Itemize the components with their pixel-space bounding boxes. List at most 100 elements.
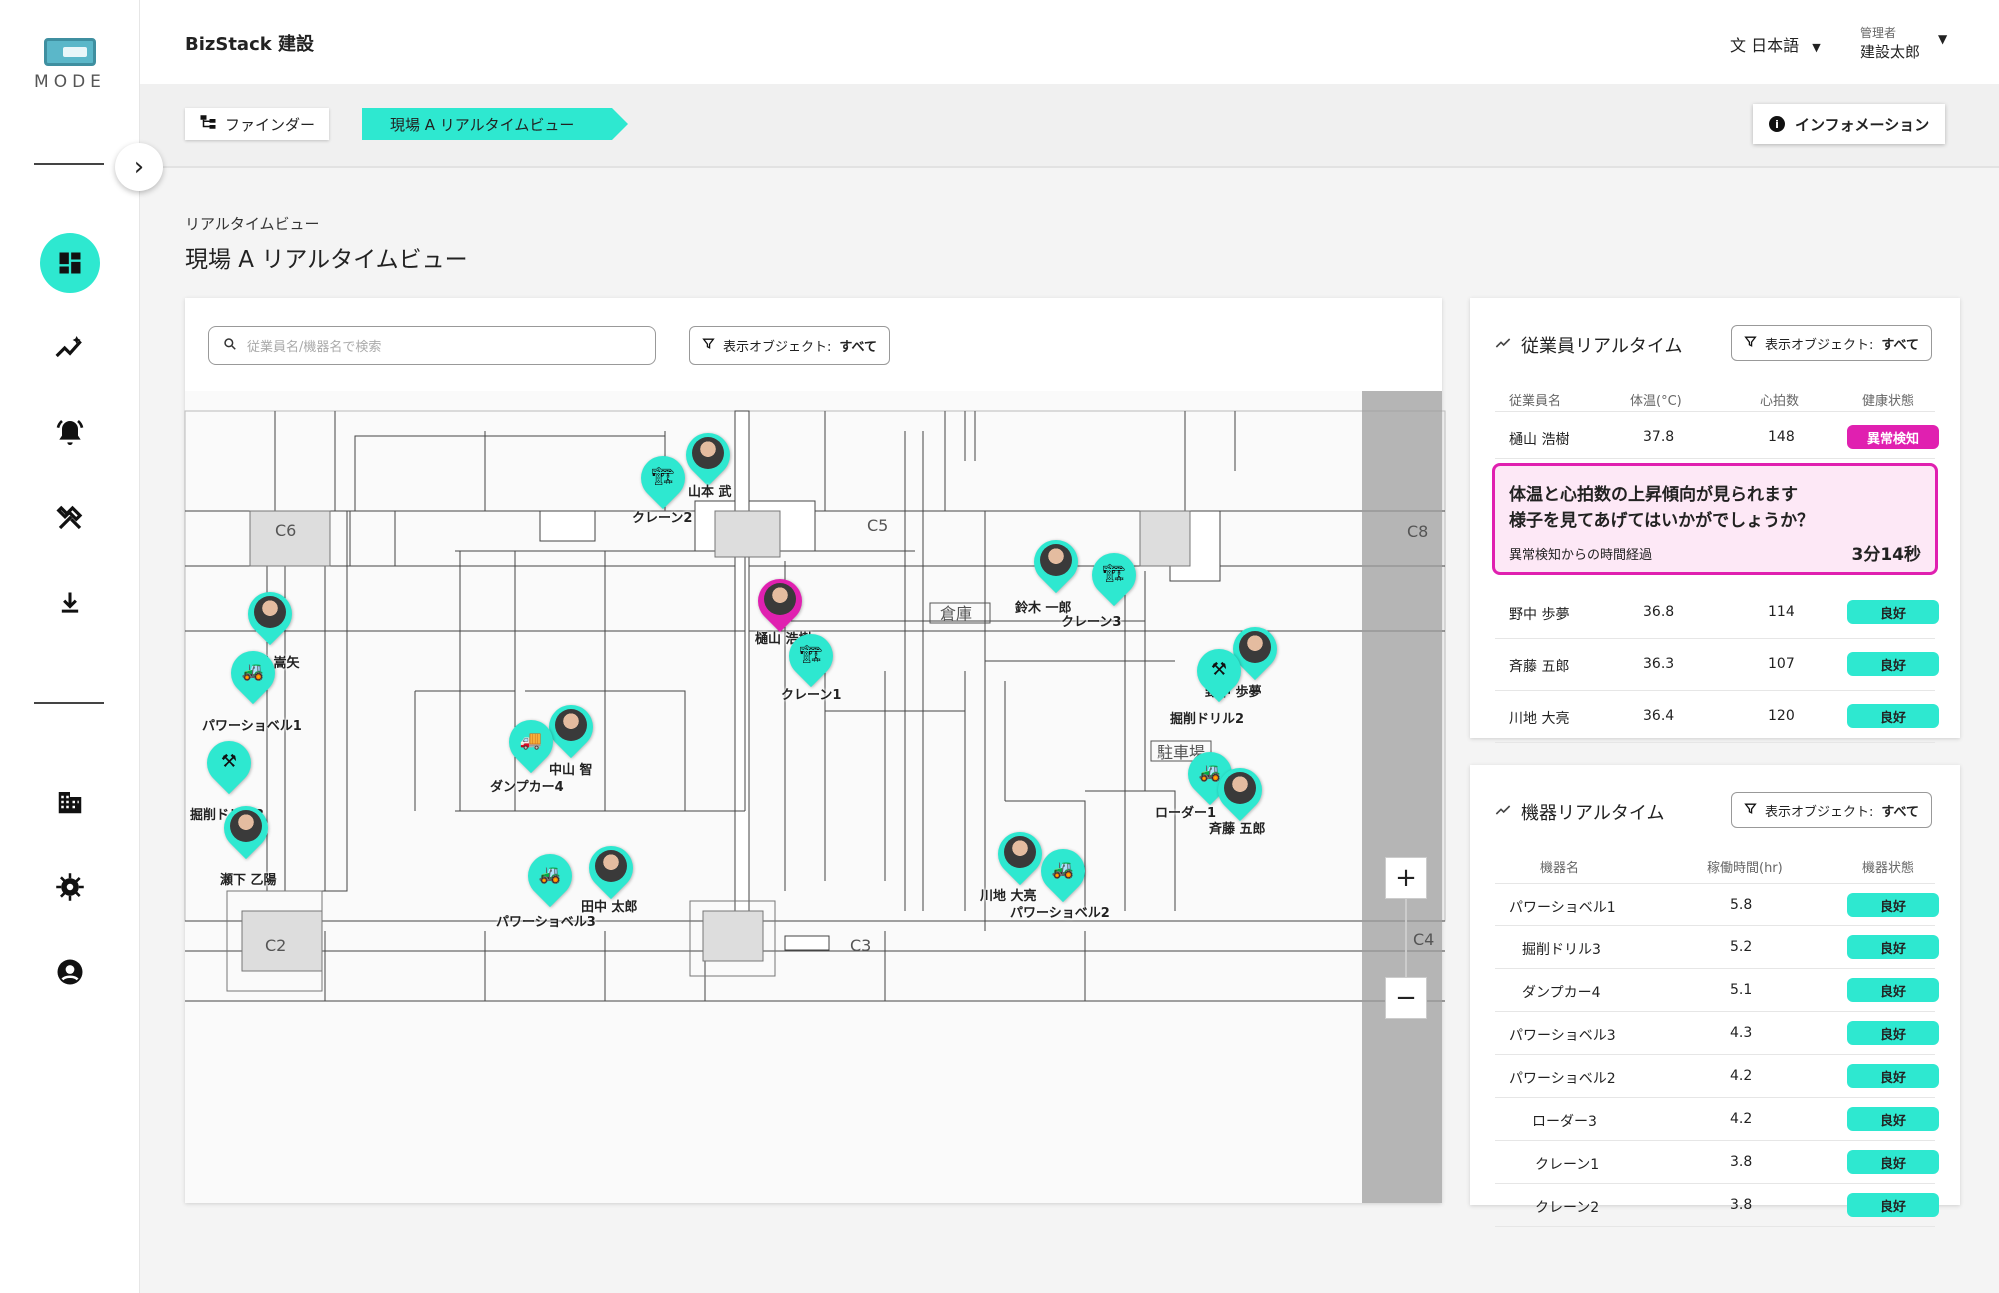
map-marker-person[interactable]: [214, 796, 278, 860]
map-marker-drill[interactable]: ⚒: [1187, 639, 1251, 703]
language-selector[interactable]: 文 日本語 ▼: [1730, 32, 1821, 56]
table-row[interactable]: クレーン1 3.8 良好: [1495, 1141, 1939, 1184]
column-header: 心拍数: [1760, 394, 1800, 409]
avatar: [1004, 836, 1036, 868]
workers-filter-button[interactable]: 表示オブジェクト: すべて: [1731, 325, 1932, 361]
map-marker-excavator[interactable]: 🚜: [1031, 839, 1095, 903]
side-rail: MODE: [0, 0, 140, 1293]
map-filter-button[interactable]: 表示オブジェクト: すべて: [689, 326, 890, 365]
map-marker-excavator[interactable]: 🚜: [221, 641, 285, 705]
map-marker-loader[interactable]: 🚜: [1178, 742, 1242, 806]
column-label: C3: [850, 936, 871, 955]
building-icon[interactable]: [40, 772, 100, 832]
zoom-out-button[interactable]: −: [1385, 977, 1427, 1019]
map-marker-crane[interactable]: 🏗: [779, 624, 843, 688]
worker-name: 斉藤 五郎: [1509, 659, 1570, 675]
analytics-icon[interactable]: [40, 318, 100, 378]
alert-elapsed-time: 3分14秒: [1851, 545, 1922, 565]
map-marker-truck[interactable]: 🚚: [499, 710, 563, 774]
table-row[interactable]: ローダー3 4.2 良好: [1495, 1098, 1939, 1141]
table-row[interactable]: パワーショベル1 5.8 良好: [1495, 883, 1939, 926]
status-badge: 良好: [1847, 704, 1939, 728]
filter-icon: [1744, 802, 1757, 819]
worker-name: 野中 歩夢: [1509, 607, 1570, 623]
table-row[interactable]: 掘削ドリル3 5.2 良好: [1495, 926, 1939, 969]
column-label: C4: [1413, 930, 1434, 949]
rail-divider: [34, 163, 104, 165]
excavator-icon: 🚜: [538, 863, 562, 885]
crane-icon: 🏗: [799, 643, 823, 665]
table-row[interactable]: パワーショベル2 4.2 良好: [1495, 1055, 1939, 1098]
machines-filter-button[interactable]: 表示オブジェクト: すべて: [1731, 792, 1932, 828]
marker-label: クレーン2: [632, 511, 693, 526]
table-row[interactable]: クレーン2 3.8 良好: [1495, 1184, 1939, 1227]
worker-temp: 36.4: [1643, 708, 1675, 724]
marker-label: 山本 武: [688, 485, 732, 500]
floor-plan-drawing: C6 C5 C8 C2 C3 C4 倉庫 駐車場: [184, 391, 1446, 1203]
map-marker-person[interactable]: [539, 695, 603, 759]
column-label: C8: [1407, 522, 1428, 541]
user-name[interactable]: 建設太郎: [1860, 43, 1921, 61]
settings-icon[interactable]: [40, 857, 100, 917]
table-row[interactable]: 野中 歩夢 36.8 114 良好: [1495, 587, 1939, 639]
table-row[interactable]: ダンプカー4 5.1 良好: [1495, 969, 1939, 1012]
table-row[interactable]: 斉藤 五郎 36.3 107 良好: [1495, 639, 1939, 691]
worker-heart-rate: 120: [1768, 708, 1795, 724]
column-header: 機器名: [1540, 861, 1580, 876]
breadcrumb-current[interactable]: 現場 A リアルタイムビュー: [362, 108, 628, 140]
filter-label: 表示オブジェクト:: [723, 340, 832, 355]
machine-name: ダンプカー4: [1522, 985, 1601, 1001]
avatar: [555, 709, 587, 741]
map-marker-person[interactable]: [579, 836, 643, 900]
map-marker-drill[interactable]: ⚒: [197, 731, 261, 795]
map-marker-person[interactable]: [1223, 617, 1287, 681]
account-icon[interactable]: [40, 942, 100, 1002]
table-row[interactable]: パワーショベル3 4.3 良好: [1495, 1012, 1939, 1055]
alarm-icon[interactable]: [40, 403, 100, 463]
marker-label: 瀬下 乙陽: [220, 873, 277, 888]
map-marker-person[interactable]: [1208, 758, 1272, 822]
map-marker-person[interactable]: [676, 423, 740, 487]
marker-label: 田中 太郎: [581, 900, 638, 915]
status-badge: 良好: [1847, 1021, 1939, 1045]
worker-temp: 36.3: [1643, 656, 1675, 672]
worker-heart-rate: 107: [1768, 656, 1795, 672]
floor-map[interactable]: C6 C5 C8 C2 C3 C4 倉庫 駐車場 山本 武 🏗 クレーン2 馬場…: [184, 391, 1446, 1203]
download-icon[interactable]: [40, 573, 100, 633]
table-row[interactable]: 川地 大亮 36.4 120 良好: [1495, 691, 1939, 743]
zoom-slider[interactable]: [1405, 899, 1407, 977]
map-marker-person[interactable]: [988, 822, 1052, 886]
column-header: 稼働時間(hr): [1707, 861, 1783, 876]
map-marker-person[interactable]: [238, 582, 302, 646]
breadcrumb-finder[interactable]: ファインダー: [185, 108, 330, 140]
page-title: 現場 A リアルタイムビュー: [185, 247, 468, 273]
breadcrumb-finder-label: ファインダー: [225, 115, 316, 134]
machine-hours: 4.2: [1730, 1068, 1753, 1084]
marker-label: パワーショベル2: [1010, 906, 1110, 921]
search-input[interactable]: 従業員名/機器名で検索: [208, 326, 656, 365]
tools-icon[interactable]: [40, 488, 100, 548]
machines-realtime-panel: 機器リアルタイム 表示オブジェクト: すべて 機器名 稼働時間(hr) 機器状態…: [1470, 765, 1960, 1227]
table-row[interactable]: 樋山 浩樹 37.8 148 異常検知: [1495, 411, 1939, 459]
information-button[interactable]: i インフォメーション: [1753, 104, 1946, 144]
worker-name: 川地 大亮: [1509, 711, 1570, 727]
tree-icon: [199, 113, 217, 135]
marker-label: 掘削ドリル2: [1170, 712, 1245, 727]
crane-icon: 🏗: [1102, 562, 1126, 584]
caret-down-icon[interactable]: ▼: [1938, 32, 1948, 46]
map-marker-excavator[interactable]: 🚜: [518, 844, 582, 908]
workers-panel-title: 従業員リアルタイム: [1521, 336, 1683, 357]
map-marker-person[interactable]: [1024, 530, 1088, 594]
zoom-in-button[interactable]: +: [1385, 857, 1427, 899]
machine-hours: 5.8: [1730, 897, 1753, 913]
machine-hours: 5.1: [1730, 982, 1753, 998]
marker-label: 鈴木 一郎: [1015, 601, 1072, 616]
dashboard-icon[interactable]: [40, 233, 100, 293]
status-badge: 良好: [1847, 1193, 1939, 1217]
machine-name: パワーショベル2: [1509, 1071, 1616, 1087]
expand-sidebar-button[interactable]: ›: [115, 143, 163, 191]
map-marker-crane[interactable]: 🏗: [1082, 543, 1146, 607]
map-marker-person-alert[interactable]: [748, 569, 812, 633]
worker-temp: 36.8: [1643, 604, 1675, 620]
map-marker-crane[interactable]: 🏗: [631, 446, 695, 510]
